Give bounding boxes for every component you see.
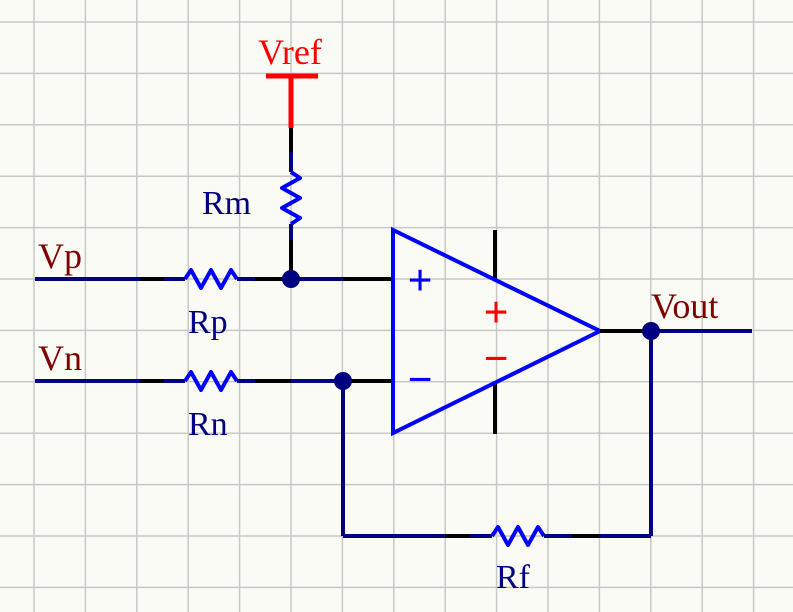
vp-input: Vp xyxy=(35,236,140,281)
rf-label: Rf xyxy=(496,559,531,596)
rn-label: Rn xyxy=(188,406,228,443)
vout-output: Vout xyxy=(600,286,752,340)
vref-power-port: Vref xyxy=(258,32,322,128)
vout-label: Vout xyxy=(651,286,718,326)
rf-resistor: Rf xyxy=(445,525,600,596)
vp-label: Vp xyxy=(38,236,82,276)
junction-plus xyxy=(282,270,300,288)
vref-label: Vref xyxy=(258,32,322,72)
op-amp: + − + − xyxy=(391,226,605,437)
supply-minus-symbol: − xyxy=(483,334,508,383)
op-amp-triangle xyxy=(391,226,605,437)
rn-resistor: Rn xyxy=(140,370,291,443)
rm-resistor: Rm xyxy=(202,128,302,279)
input-minus-symbol: − xyxy=(407,355,432,404)
input-plus-symbol: + xyxy=(407,256,432,305)
vn-label: Vn xyxy=(38,338,82,378)
vn-input: Vn xyxy=(35,338,140,383)
rp-resistor: Rp xyxy=(140,268,291,341)
feedback-path xyxy=(341,331,653,538)
rp-label: Rp xyxy=(188,304,228,341)
supply-plus-symbol: + xyxy=(483,288,508,337)
rm-label: Rm xyxy=(202,185,251,222)
